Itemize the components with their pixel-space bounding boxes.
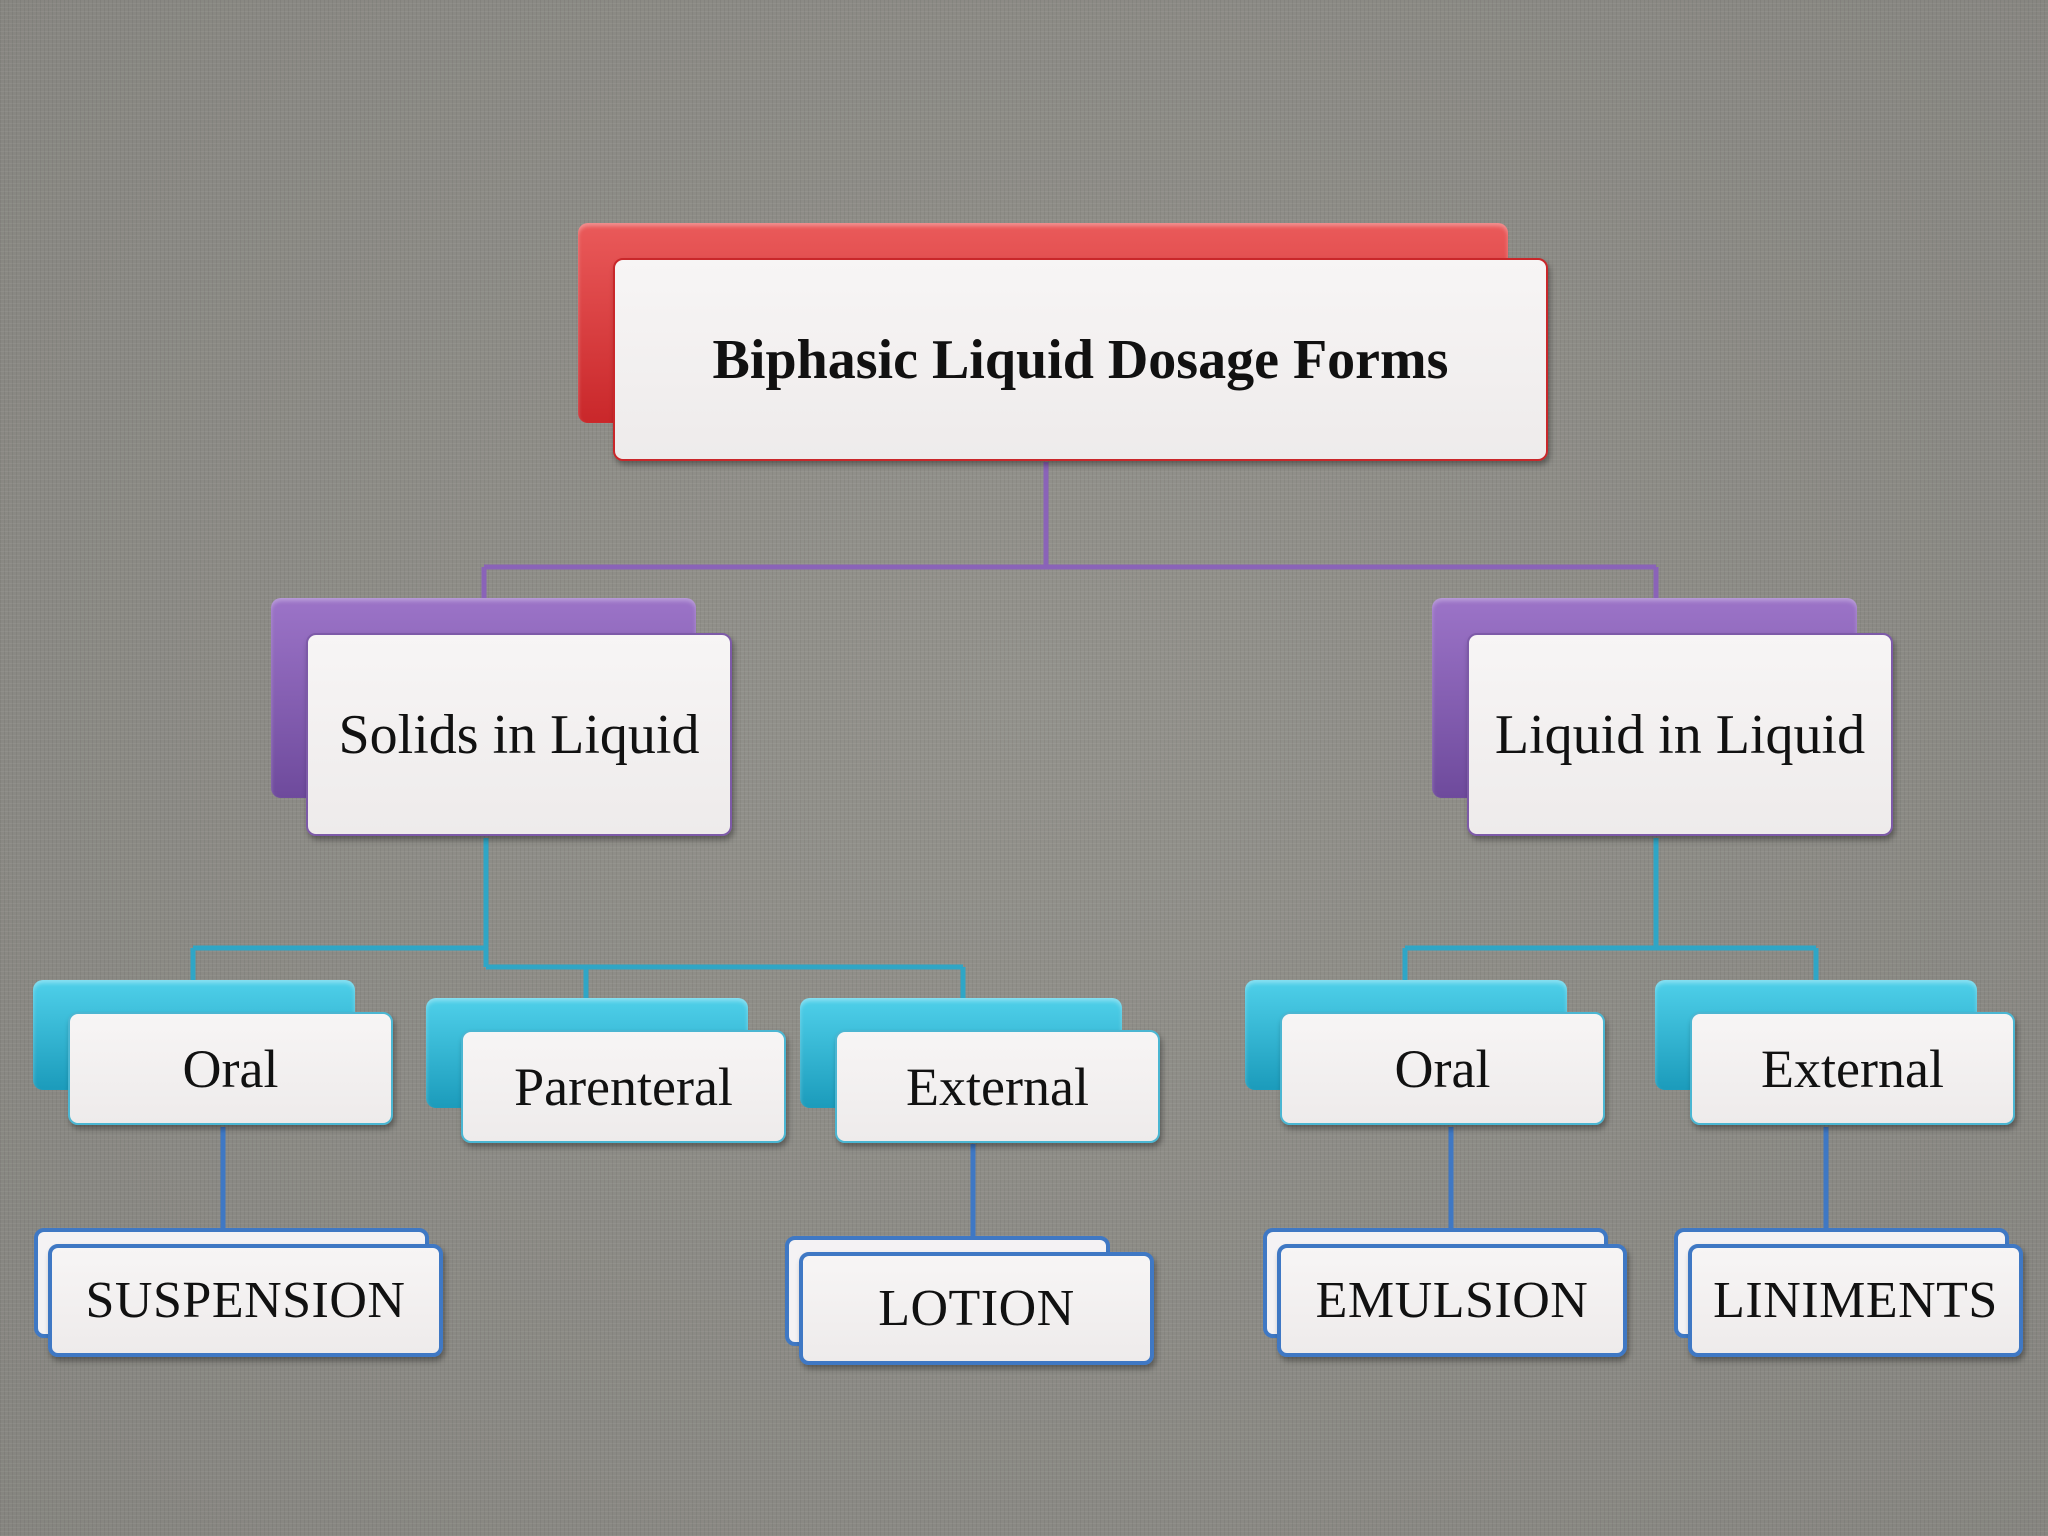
product-liniments-label: LINIMENTS <box>1713 1272 1998 1329</box>
product-liniments-box: LINIMENTS <box>1688 1244 2023 1357</box>
product-lotion-label: LOTION <box>878 1280 1075 1337</box>
category-solids-label: Solids in Liquid <box>338 703 700 766</box>
route-solids-parenteral-label: Parenteral <box>514 1056 733 1117</box>
category-solids-box: Solids in Liquid <box>306 633 732 836</box>
product-emulsion-box: EMULSION <box>1277 1244 1627 1357</box>
category-liquids-box: Liquid in Liquid <box>1467 633 1893 836</box>
route-liquids-external-box: External <box>1690 1012 2015 1125</box>
connector-root-to-categories <box>481 462 1659 600</box>
product-suspension-box: SUSPENSION <box>48 1244 443 1357</box>
route-solids-external-label: External <box>906 1056 1089 1117</box>
product-suspension-label: SUSPENSION <box>85 1272 406 1329</box>
root-node-box: Biphasic Liquid Dosage Forms <box>613 258 1548 461</box>
route-solids-parenteral-box: Parenteral <box>461 1030 786 1143</box>
product-emulsion-label: EMULSION <box>1315 1272 1589 1329</box>
connector-liquids-to-routes <box>1402 838 1819 980</box>
route-solids-oral-box: Oral <box>68 1012 393 1125</box>
route-liquids-oral-label: Oral <box>1394 1038 1491 1099</box>
route-solids-external-box: External <box>835 1030 1160 1143</box>
product-lotion-box: LOTION <box>799 1252 1154 1365</box>
route-liquids-external-label: External <box>1761 1038 1944 1099</box>
category-liquids-label: Liquid in Liquid <box>1494 703 1866 766</box>
connector-routes-to-products <box>220 1127 1829 1236</box>
connector-solids-to-routes <box>190 838 966 998</box>
route-solids-oral-label: Oral <box>182 1038 279 1099</box>
root-node-label: Biphasic Liquid Dosage Forms <box>712 328 1449 391</box>
route-liquids-oral-box: Oral <box>1280 1012 1605 1125</box>
